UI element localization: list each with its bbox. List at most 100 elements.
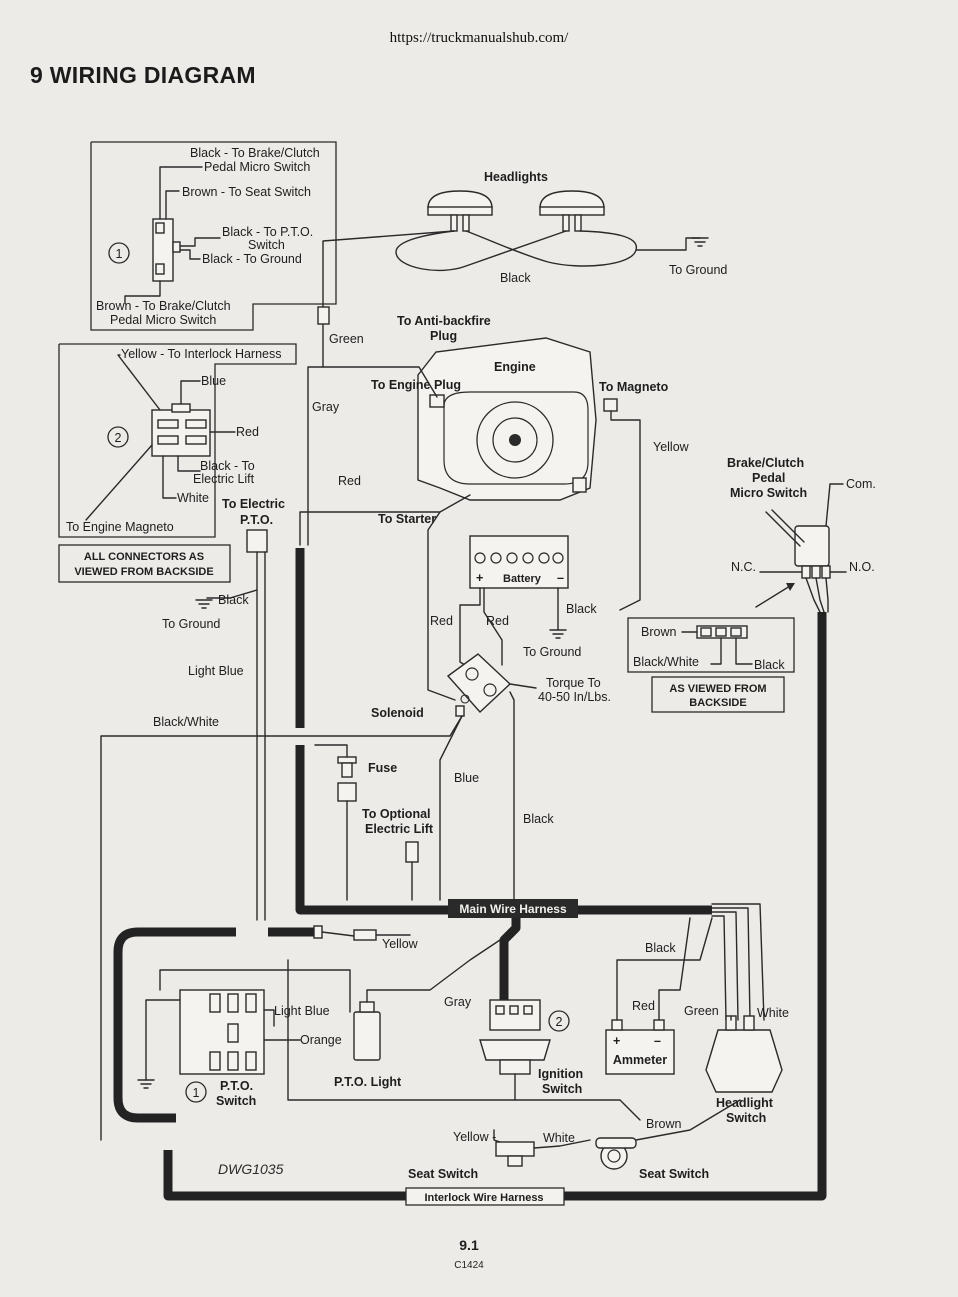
micro-no-label: N.O. (849, 560, 875, 574)
ignition-gray-label: Gray (444, 995, 472, 1009)
callout-1-brown-seat: Brown - To Seat Switch (182, 185, 311, 199)
svg-text:+: + (613, 1034, 620, 1048)
solenoid: Solenoid Torque To 40-50 In/Lbs. (371, 653, 611, 720)
green-wire (322, 230, 455, 368)
svg-text:ALL CONNECTORS AS: ALL CONNECTORS AS (84, 551, 204, 563)
svg-text:Headlight: Headlight (716, 1096, 774, 1110)
callout-1-black-pto-2: Switch (248, 238, 285, 252)
interlock-connector-2 (151, 409, 211, 457)
svg-text:Brown: Brown (641, 625, 676, 639)
page-title: 9 WIRING DIAGRAM (30, 62, 256, 88)
pto-light-body (353, 1011, 381, 1061)
callout-box-2: 2 Yellow - To Interlock Harness Blue Red… (58, 343, 297, 538)
main-harness-label: Main Wire Harness (459, 902, 567, 916)
optional-lift-label-2: Electric Lift (365, 822, 434, 836)
svg-text:Micro Switch: Micro Switch (730, 486, 807, 500)
headlight-white-label: White (757, 1006, 789, 1020)
starter-label: To Starter (378, 512, 436, 526)
yellow-magneto-label: Yellow (653, 440, 690, 454)
engine-plug-label: To Engine Plug (371, 378, 461, 392)
battery-body (469, 535, 569, 589)
svg-text:–: – (557, 571, 564, 585)
magneto-label: To Magneto (599, 380, 669, 394)
callout-box-1: 1 Black - To Brake/Clutch Pedal Micro Sw… (90, 141, 337, 331)
seat-switch-left-body (495, 1141, 535, 1157)
electric-pto-connector (246, 529, 268, 553)
fuse: Fuse (314, 744, 397, 901)
solenoid-body (446, 653, 512, 714)
headlight-switch: Green White Headlight Switch (684, 1004, 789, 1125)
electric-pto-label-1: To Electric (222, 497, 285, 511)
yellow-magneto-wire (610, 410, 641, 611)
headlights: Headlights Black To Ground (395, 170, 727, 285)
seat-white-label: White (543, 1131, 575, 1145)
headlights-label: Headlights (484, 170, 548, 184)
battery-to-ground-label: To Ground (523, 645, 581, 659)
brake-clutch-micro-switch: Brake/Clutch Pedal Micro Switch Com. N.C… (727, 456, 876, 613)
gray-wire (307, 366, 438, 546)
pto-light: P.T.O. Light (334, 1001, 402, 1089)
svg-text:AS VIEWED FROM: AS VIEWED FROM (669, 683, 766, 695)
callout-1-brown-brake-2: Pedal Micro Switch (110, 313, 216, 327)
pto-light-blue-label: Light Blue (274, 1004, 330, 1018)
orange-label: Orange (300, 1033, 342, 1047)
svg-text:VIEWED FROM BACKSIDE: VIEWED FROM BACKSIDE (74, 566, 213, 578)
fuse-label: Fuse (368, 761, 397, 775)
red-starter-wire (299, 494, 471, 546)
callout-1-brown-brake-1: Brown - To Brake/Clutch (96, 299, 231, 313)
callout-1-black-brake-1: Black - To Brake/Clutch (190, 146, 320, 160)
headlight-switch-body (705, 1029, 783, 1093)
engine-label: Engine (494, 360, 536, 374)
ammeter-black-label: Black (645, 941, 676, 955)
svg-text:+: + (476, 571, 483, 585)
battery-black-label: Black (566, 602, 597, 616)
seat-switch-left: Yellow - Seat Switch (408, 1129, 535, 1181)
drawing-id: DWG1035 (218, 1161, 284, 1177)
source-url[interactable]: https://truckmanualshub.com/ (389, 30, 569, 46)
headlights-to-ground: To Ground (669, 263, 727, 277)
callout-2-engine-magneto: To Engine Magneto (66, 520, 174, 534)
blue-wire-label: Blue (454, 771, 479, 785)
starter-solenoid-wire (427, 511, 456, 701)
light-blue-label: Light Blue (188, 664, 244, 678)
battery: + Battery – (469, 535, 569, 589)
torque-label-2: 40-50 In/Lbs. (538, 690, 611, 704)
torque-label-1: Torque To (546, 676, 601, 690)
svg-text:1: 1 (193, 1086, 200, 1100)
gray-label: Gray (312, 400, 340, 414)
svg-text:Pedal: Pedal (752, 471, 785, 485)
callout-2-blue: Blue (201, 374, 226, 388)
micro-nc-label: N.C. (731, 560, 756, 574)
callout-1-black-brake-2: Pedal Micro Switch (204, 160, 310, 174)
black-lift-label: Black (523, 812, 554, 826)
harness-ignition-branch (499, 910, 521, 1000)
seat-switch-right: Seat Switch (595, 1137, 709, 1181)
electric-pto-label-2: P.T.O. (240, 513, 273, 527)
svg-text:–: – (654, 1034, 661, 1048)
yellow-harness-label: Yellow (382, 937, 419, 951)
seat-brown-label: Brown (646, 1117, 681, 1131)
solenoid-label: Solenoid (371, 706, 424, 720)
headlight-green-label: Green (684, 1004, 719, 1018)
optional-lift-label-1: To Optional (362, 807, 431, 821)
left-headlight (427, 190, 493, 209)
green-label: Green (329, 332, 364, 346)
svg-text:Switch: Switch (542, 1082, 582, 1096)
ammeter-label: Ammeter (613, 1053, 667, 1067)
battery-red-left-label: Red (430, 614, 453, 628)
optional-lift-connector (405, 841, 419, 863)
black-white-label: Black/White (153, 715, 219, 729)
callout-2-yellow-interlock: Yellow - To Interlock Harness (121, 347, 282, 361)
red-starter-label: Red (338, 474, 361, 488)
ignition-switch-connector (489, 999, 541, 1031)
svg-text:P.T.O. Light: P.T.O. Light (334, 1075, 402, 1089)
ammeter-red-label: Red (632, 999, 655, 1013)
micro-com-label: Com. (846, 477, 876, 491)
page-code: C1424 (454, 1260, 484, 1271)
battery-red-right-wire (483, 587, 503, 666)
interlock-harness-label: Interlock Wire Harness (424, 1192, 543, 1204)
callout-1-black-ground: Black - To Ground (202, 252, 302, 266)
pto-to-ground-label: To Ground (162, 617, 220, 631)
pto-black-label: Black (218, 593, 249, 607)
